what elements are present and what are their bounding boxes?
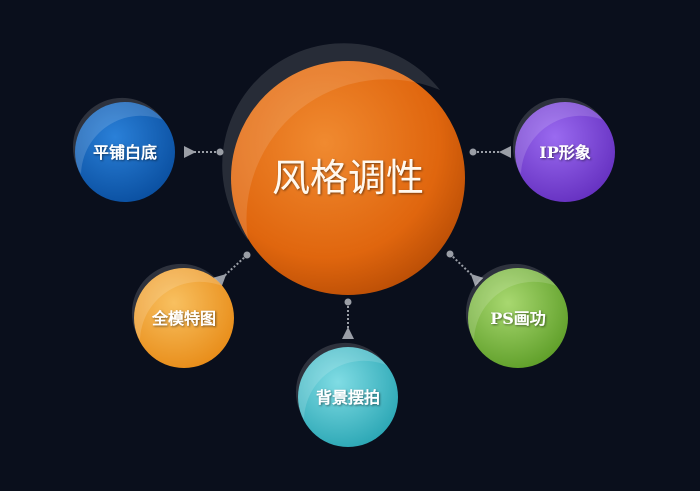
connector-full-model — [213, 251, 251, 287]
gloss-highlight — [72, 97, 163, 174]
gloss-highlight — [131, 263, 222, 340]
bubble-circle — [515, 102, 615, 202]
bubble-circle — [134, 268, 234, 368]
bubble-ps-painting[interactable]: PS画功 — [465, 263, 568, 368]
bubble-background-shot[interactable]: 背景摆拍 — [295, 342, 398, 447]
center-circle — [231, 61, 465, 295]
dotted-arrow — [449, 253, 484, 287]
bubble-label: 背景摆拍 — [316, 388, 380, 407]
gloss-highlight — [465, 263, 556, 340]
gloss-highlight — [222, 43, 440, 241]
connector-dot — [216, 148, 224, 156]
connector-ip-image — [469, 146, 511, 158]
center-label: 风格调性 — [272, 156, 424, 200]
bubble-label: 全模特图 — [151, 309, 216, 328]
connector-tile-white — [184, 146, 224, 158]
bubble-circle — [75, 102, 175, 202]
connector-dot — [344, 298, 352, 306]
center-bubble[interactable]: 风格调性 — [222, 43, 465, 295]
connector-ps-painting — [446, 250, 484, 287]
bubble-circle — [298, 347, 398, 447]
gloss-highlight — [512, 97, 603, 174]
dotted-arrow — [213, 254, 248, 287]
bubble-label: 平铺白底 — [93, 143, 157, 162]
bubble-circle — [468, 268, 568, 368]
connector-dot — [243, 251, 251, 259]
gloss-highlight — [295, 342, 386, 419]
connector-background-shot — [342, 298, 354, 339]
connector-dot — [469, 148, 477, 156]
bubble-label: IP形象 — [539, 143, 591, 162]
bubble-tile-white[interactable]: 平铺白底 — [72, 97, 175, 202]
connector-dot — [446, 250, 454, 258]
bubble-ip-image[interactable]: IP形象 — [512, 97, 615, 202]
bubble-full-model[interactable]: 全模特图 — [131, 263, 234, 368]
bubble-label: PS画功 — [490, 309, 546, 328]
